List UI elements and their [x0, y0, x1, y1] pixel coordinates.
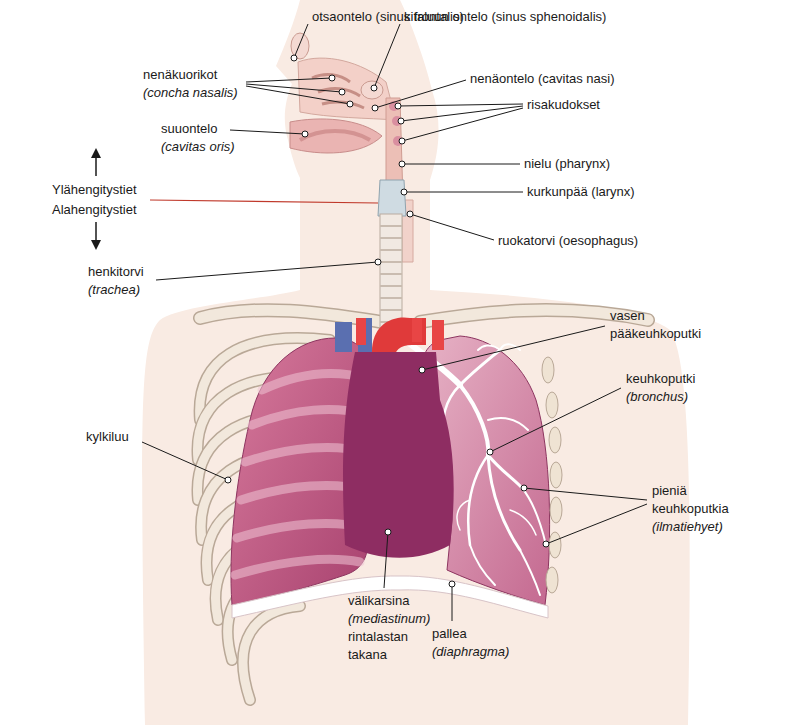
part-label: suuontelo	[161, 120, 217, 138]
part-label: kurkunpää (larynx)	[527, 183, 635, 201]
part-label: (trachea)	[88, 281, 140, 299]
airway-divider	[91, 148, 378, 250]
part-label: (diaphragma)	[432, 643, 509, 661]
part-label: henkitorvi	[88, 263, 144, 281]
part-label: keuhkoputki	[626, 370, 695, 388]
part-label: kitaluun ontelo (sinus sphenoidalis)	[404, 8, 606, 26]
part-label: kylkiluu	[86, 428, 129, 446]
part-label: (mediastinum)	[348, 610, 430, 628]
part-label: pallea	[432, 625, 467, 643]
mediastinum-heart	[335, 317, 454, 557]
part-label: nielu (pharynx)	[524, 155, 610, 173]
part-label: nenäontelo (cavitas nasi)	[470, 70, 615, 88]
part-label: risakudokset	[527, 96, 600, 114]
part-label: (cavitas oris)	[161, 138, 235, 156]
leader-dots	[225, 55, 549, 587]
part-label: (ilmatiehyet)	[652, 518, 723, 536]
part-label: (bronchus)	[626, 388, 688, 406]
body-silhouette	[142, 0, 689, 725]
part-label: rintalastan takana	[348, 628, 432, 664]
part-label: ruokatorvi (oesophagus)	[498, 232, 638, 250]
part-label: Alahengitystiet	[52, 201, 137, 219]
part-label: vasen pääkeuhkoputki	[610, 307, 720, 343]
part-label: Ylähengitystiet	[52, 181, 137, 199]
part-label: pieniä keuhkoputkia	[652, 482, 752, 518]
leader-lines	[142, 24, 647, 621]
part-label: (concha nasalis)	[143, 84, 238, 102]
part-label: välikarsina	[348, 592, 409, 610]
part-label: nenäkuorikot	[143, 66, 217, 84]
